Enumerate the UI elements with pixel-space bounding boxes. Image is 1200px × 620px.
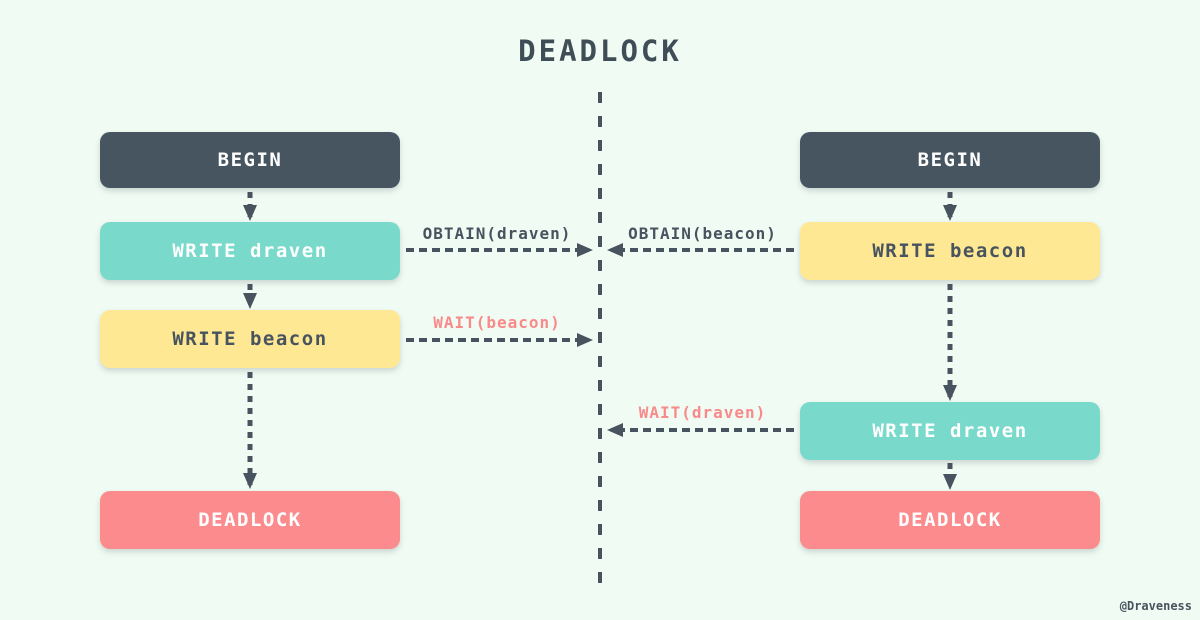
author-watermark: @Draveness xyxy=(1119,599,1192,613)
obtain-beacon-label: OBTAIN(beacon) xyxy=(628,224,777,243)
wait-beacon-label: WAIT(beacon) xyxy=(433,313,561,332)
wait-draven-label: WAIT(draven) xyxy=(638,403,767,422)
right-write-draven-node: WRITE draven xyxy=(800,402,1100,460)
left-write-beacon-node: WRITE beacon xyxy=(100,310,400,368)
left-deadlock-node: DEADLOCK xyxy=(100,491,400,549)
right-begin-node: BEGIN xyxy=(800,132,1100,188)
right-deadlock-node: DEADLOCK xyxy=(800,491,1100,549)
obtain-draven-label: OBTAIN(draven) xyxy=(422,224,572,243)
right-write-beacon-node: WRITE beacon xyxy=(800,222,1100,280)
left-begin-node: BEGIN xyxy=(100,132,400,188)
diagram-title: DEADLOCK xyxy=(518,34,682,68)
left-write-draven-node: WRITE draven xyxy=(100,222,400,280)
